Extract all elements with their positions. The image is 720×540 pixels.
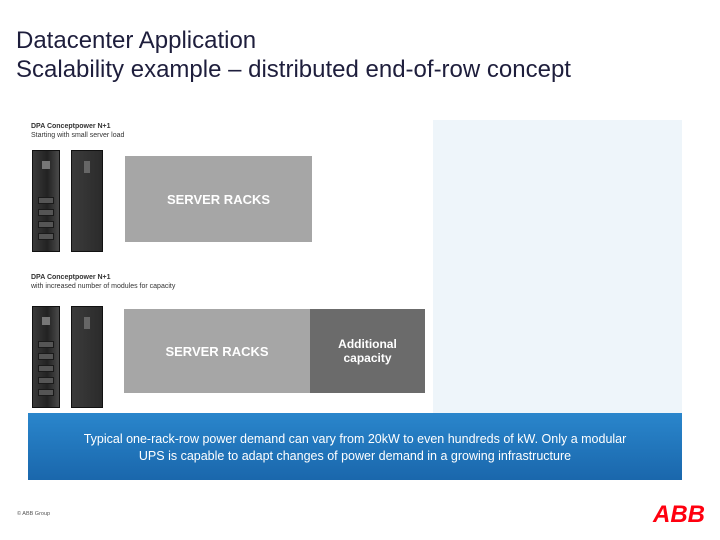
ups-display [42, 317, 50, 325]
section1-label: DPA Conceptpower N+1 Starting with small… [31, 122, 124, 140]
section2-label: DPA Conceptpower N+1 with increased numb… [31, 273, 175, 291]
ups-module [38, 209, 54, 216]
section1-heading: DPA Conceptpower N+1 [31, 122, 124, 131]
ups-module [38, 389, 54, 396]
abb-logo: ABB [653, 501, 705, 529]
diagram-panel: DPA Conceptpower N+1 Starting with small… [28, 120, 682, 480]
ups-module [38, 377, 54, 384]
server-racks-label-1: SERVER RACKS [167, 192, 270, 207]
ups-module [38, 197, 54, 204]
section2-subheading: with increased number of modules for cap… [31, 282, 175, 291]
section1-subheading: Starting with small server load [31, 131, 124, 140]
caption-band: Typical one-rack-row power demand can va… [28, 413, 682, 480]
ups-cabinet-side-1 [71, 150, 103, 252]
ups-cabinet-side-2 [71, 306, 103, 408]
ups-module [38, 221, 54, 228]
ups-cabinet-front-2 [32, 306, 60, 408]
additional-capacity-line1: Additional [338, 337, 397, 351]
server-racks-box-2: SERVER RACKS [124, 309, 310, 393]
ups-vent [84, 317, 90, 329]
ups-module [38, 365, 54, 372]
section2-heading: DPA Conceptpower N+1 [31, 273, 175, 282]
caption-line-2: UPS is capable to adapt changes of power… [38, 448, 672, 465]
title-line-1: Datacenter Application [16, 26, 571, 55]
caption-line-1: Typical one-rack-row power demand can va… [38, 431, 672, 448]
ups-cabinet-front-1 [32, 150, 60, 252]
additional-capacity-line2: capacity [343, 351, 391, 365]
additional-capacity-box: Additional capacity [310, 309, 425, 393]
ups-module [38, 341, 54, 348]
ups-display [42, 161, 50, 169]
ups-vent [84, 161, 90, 173]
server-racks-label-2: SERVER RACKS [165, 344, 268, 359]
ups-module [38, 233, 54, 240]
ups-module [38, 353, 54, 360]
server-racks-box-1: SERVER RACKS [125, 156, 312, 242]
diagram-area: DPA Conceptpower N+1 Starting with small… [28, 120, 433, 413]
copyright-text: © ABB Group [17, 511, 50, 517]
slide-title: Datacenter Application Scalability examp… [16, 26, 571, 84]
title-line-2: Scalability example – distributed end-of… [16, 55, 571, 84]
